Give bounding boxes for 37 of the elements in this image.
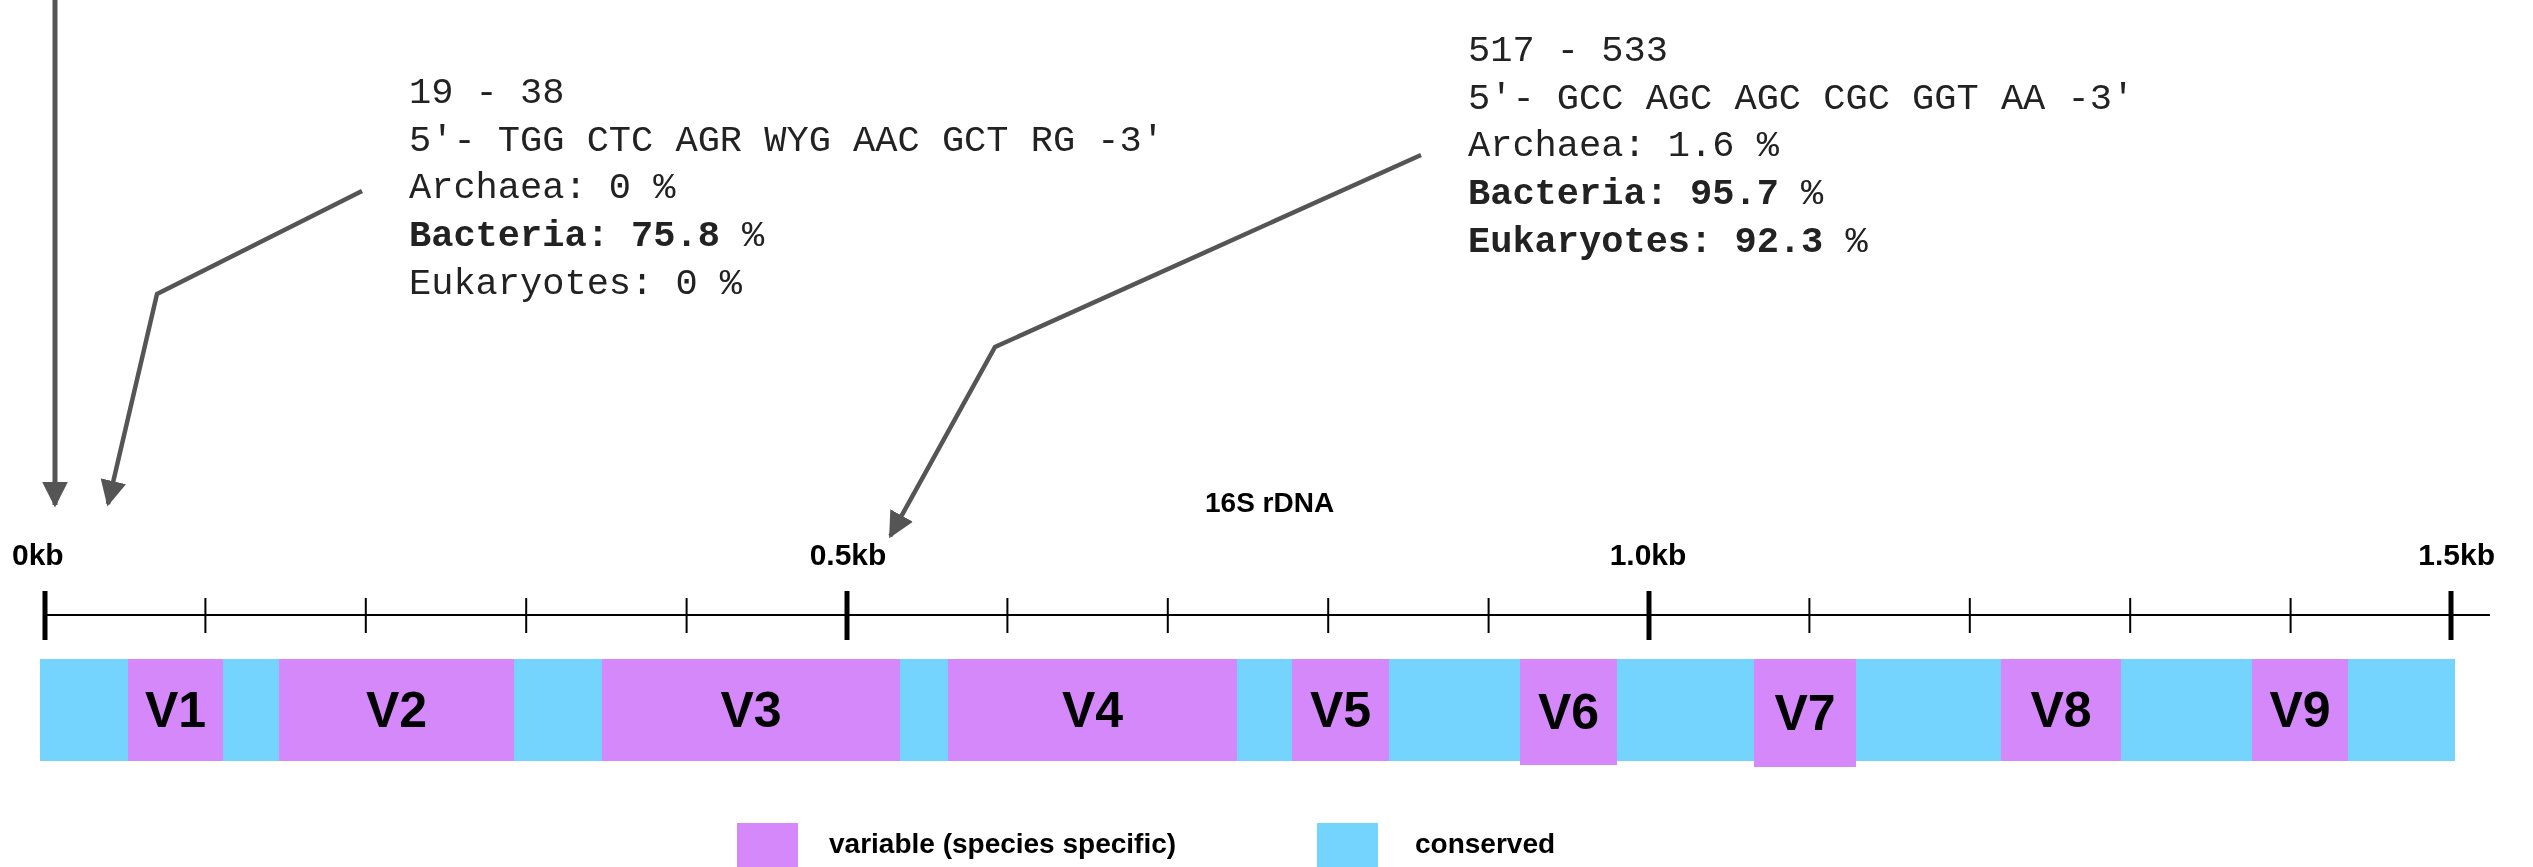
annotation-text: Bacteria: 75.8 % bbox=[409, 214, 765, 260]
variable-region bbox=[1754, 659, 1856, 767]
region-label: V2 bbox=[365, 681, 428, 739]
annotation-text: 517 - 533 bbox=[1468, 29, 1668, 74]
legend-label: conserved bbox=[1415, 828, 1556, 860]
annotation-text: Eukaryotes: 0 % bbox=[409, 261, 743, 307]
region-label: V4 bbox=[1061, 681, 1124, 739]
region-label: V8 bbox=[2030, 681, 2092, 739]
leader-arrow bbox=[888, 152, 1422, 539]
region-label: V3 bbox=[720, 681, 782, 739]
scale-label: 1.0kb bbox=[1609, 538, 1687, 572]
leader-arrow bbox=[100, 189, 363, 507]
region-label: V7 bbox=[1774, 684, 1836, 742]
region-label: V6 bbox=[1537, 683, 1600, 741]
annotation-text: Archaea: 1.6 % bbox=[1468, 124, 1779, 170]
variable-region bbox=[2001, 659, 2121, 761]
variable-region bbox=[128, 659, 223, 761]
annotation-text: Bacteria: 95.7 % bbox=[1468, 172, 1824, 218]
annotation-text: Archaea: 0 % bbox=[409, 166, 676, 212]
variable-region bbox=[1520, 659, 1617, 765]
variable-region bbox=[948, 659, 1237, 761]
region-label: V9 bbox=[2269, 681, 2331, 739]
legend-label: variable (species specific) bbox=[829, 828, 1177, 860]
scale-label: 0kb bbox=[12, 538, 64, 572]
region-label: V1 bbox=[144, 681, 207, 739]
annotation-text: Eukaryotes: 92.3 % bbox=[1468, 219, 1868, 265]
variable-region bbox=[602, 659, 900, 761]
variable-region bbox=[2252, 659, 2348, 761]
annotation-text: 5'- TGG CTC AGR WYG AAC GCT RG -3' bbox=[409, 118, 1164, 164]
scale-label: 1.5kb bbox=[2418, 538, 2495, 572]
variable-region bbox=[279, 659, 514, 761]
annotation-text: 19 - 38 bbox=[409, 71, 565, 116]
region-label: V5 bbox=[1309, 681, 1372, 739]
scale-label: 0.5kb bbox=[809, 538, 887, 572]
annotation-text: 5'- GCC AGC AGC CGC GGT AA -3' bbox=[1468, 76, 2135, 122]
diagram-title: 16S rDNA bbox=[1205, 487, 1335, 519]
variable-region bbox=[1292, 659, 1389, 761]
